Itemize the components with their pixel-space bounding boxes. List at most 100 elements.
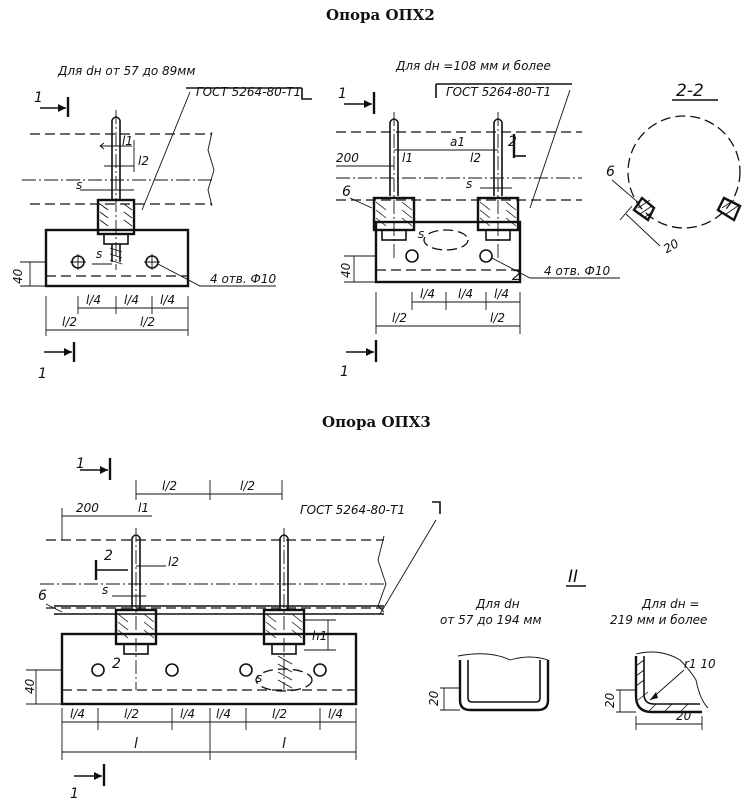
label-l4-b-right: l/4 bbox=[458, 287, 473, 301]
label-l2-right: l2 bbox=[470, 151, 481, 165]
opx3-dim-200 bbox=[61, 508, 136, 540]
opx3-l2-top-a: l/2 bbox=[162, 479, 177, 493]
gost-leader-line bbox=[141, 91, 191, 211]
opx2-left-view: Для dн от 57 до 89мм ГОСТ 5264-80-Т1 1 l… bbox=[11, 64, 312, 382]
section-2-2: 2-2 6 20 bbox=[606, 81, 742, 256]
detail-right-radius-arrow bbox=[650, 692, 658, 700]
bolt-thread bbox=[111, 244, 121, 262]
opx3-view: 1 l/2 l/2 200 l1 ГОСТ 5264-80-Т1 2 l2 s … bbox=[23, 456, 441, 802]
section-2-label-bottom: 2 bbox=[512, 268, 521, 284]
section-arrow-head-right-bottom bbox=[366, 348, 374, 356]
opx3-bottom-1: l/2 bbox=[124, 707, 139, 721]
section-mark-bottom: 1 bbox=[38, 366, 47, 382]
opx2-left-range-label: Для dн от 57 до 89мм bbox=[57, 64, 195, 78]
opx3-section-mark-top: 1 bbox=[76, 456, 85, 472]
dims-top-right bbox=[336, 149, 498, 167]
label-s-right: s bbox=[466, 177, 472, 191]
detail-right-title-2: 219 мм и более bbox=[610, 613, 707, 627]
slot-ellipse bbox=[423, 229, 469, 251]
section-2-label: 2 bbox=[508, 134, 517, 150]
base-plate bbox=[44, 228, 190, 288]
detail-II-label: II bbox=[568, 567, 578, 587]
opx3-hole-4 bbox=[313, 663, 327, 677]
section-2-2-label: 2-2 bbox=[676, 81, 704, 101]
detail-right-dim20-h-label: 20 bbox=[676, 709, 692, 723]
opx3-gost: ГОСТ 5264-80-Т1 bbox=[300, 503, 405, 517]
label-l4-c-right: l/4 bbox=[494, 287, 509, 301]
title-opx3: Опора ОПХ3 bbox=[322, 413, 431, 431]
clamp-hatch bbox=[99, 203, 133, 227]
section-arrow-head-right bbox=[364, 100, 372, 108]
opx3-section-2-label: 2 bbox=[104, 548, 113, 564]
label-l2-a: l/2 bbox=[62, 315, 77, 329]
opx3-label-l1: l1 bbox=[138, 501, 149, 515]
detail-right-dim20-v-label: 20 bbox=[603, 692, 617, 708]
opx3-label-h1: h1 bbox=[312, 629, 327, 643]
pipe-outline-right bbox=[336, 131, 582, 201]
gost-frame-right bbox=[435, 83, 572, 98]
label-height-right: 40 bbox=[339, 262, 353, 278]
label-l4-c: l/4 bbox=[160, 293, 175, 307]
opx3-hole-2 bbox=[165, 663, 179, 677]
opx3-l-a: l bbox=[134, 736, 138, 752]
label-l2: l2 bbox=[138, 154, 149, 168]
base-plate-right bbox=[374, 220, 522, 284]
section-2-2-dim bbox=[619, 205, 661, 247]
thread-hatch bbox=[109, 247, 123, 265]
opx2-right-view: Для dн =108 мм и более ГОСТ 5264-80-Т1 1… bbox=[336, 59, 620, 380]
opx3-l2-top-b: l/2 bbox=[240, 479, 255, 493]
label-holes: 4 отв. Ф10 bbox=[210, 272, 276, 286]
label-l2-b-right: l/2 bbox=[490, 311, 505, 325]
opx3-pipe-outline bbox=[46, 539, 384, 609]
detail-left-title-1: Для dн bbox=[475, 597, 520, 611]
opx3-part6-leader bbox=[45, 603, 63, 613]
detail-right-radius-label: r1 10 bbox=[684, 657, 716, 671]
opx3-section-arrow-head-bottom bbox=[94, 772, 102, 780]
opx3-bottom-3: l/4 bbox=[216, 707, 231, 721]
opx3-bottom-2: l/4 bbox=[180, 707, 195, 721]
dim-height bbox=[20, 261, 46, 287]
opx3-l-b: l bbox=[282, 736, 286, 752]
opx3-section-arrow-head-top bbox=[100, 466, 108, 474]
label-200: 200 bbox=[336, 151, 359, 165]
label-l1-right: l1 bbox=[402, 151, 413, 165]
pipe-outline bbox=[30, 133, 212, 205]
dim-l2 bbox=[104, 140, 135, 172]
section-2-2-part6-leader bbox=[611, 179, 641, 205]
label-s2-right: s bbox=[418, 227, 424, 241]
section-arrow-head-bottom bbox=[64, 348, 72, 356]
hole-axes bbox=[70, 254, 160, 270]
detail-left-dim20-label: 20 bbox=[427, 690, 441, 706]
pipe-section-circle bbox=[627, 115, 741, 229]
label-s2: s bbox=[96, 247, 102, 261]
label-l4-a-right: l/4 bbox=[420, 287, 435, 301]
label-height: 40 bbox=[11, 268, 25, 284]
hole-right-2 bbox=[479, 249, 493, 263]
opx3-label-l2: l2 bbox=[168, 555, 179, 569]
label-l2-b: l/2 bbox=[140, 315, 155, 329]
gost-leader-right bbox=[529, 89, 571, 209]
opx2-right-range-label: Для dн =108 мм и более bbox=[395, 59, 551, 73]
nut bbox=[103, 233, 129, 245]
detail-right-dim20-v bbox=[616, 689, 636, 713]
label-part6: 6 bbox=[342, 184, 351, 200]
detail-left-dim20 bbox=[440, 687, 460, 711]
opx3-base-plate bbox=[60, 632, 358, 706]
opx3-dim-bottom bbox=[61, 708, 357, 760]
detail-left-break bbox=[457, 653, 549, 661]
dim-bottom bbox=[45, 296, 189, 336]
support-hatch-right bbox=[721, 199, 739, 215]
section-mark-right-bottom: 1 bbox=[340, 364, 349, 380]
detail-right-hatch bbox=[635, 659, 689, 713]
opx3-bolt-axes bbox=[135, 528, 285, 690]
detail-left-title-2: от 57 до 194 мм bbox=[440, 613, 542, 627]
opx3-bottom-5: l/4 bbox=[328, 707, 343, 721]
pipe-break bbox=[207, 131, 215, 207]
opx3-label-200: 200 bbox=[76, 501, 99, 515]
opx3-gost-frame bbox=[432, 501, 441, 514]
hole-right-1 bbox=[405, 249, 419, 263]
nut-left bbox=[381, 229, 407, 241]
support-piece-right bbox=[716, 196, 742, 222]
opx3-dim-height bbox=[26, 669, 62, 705]
